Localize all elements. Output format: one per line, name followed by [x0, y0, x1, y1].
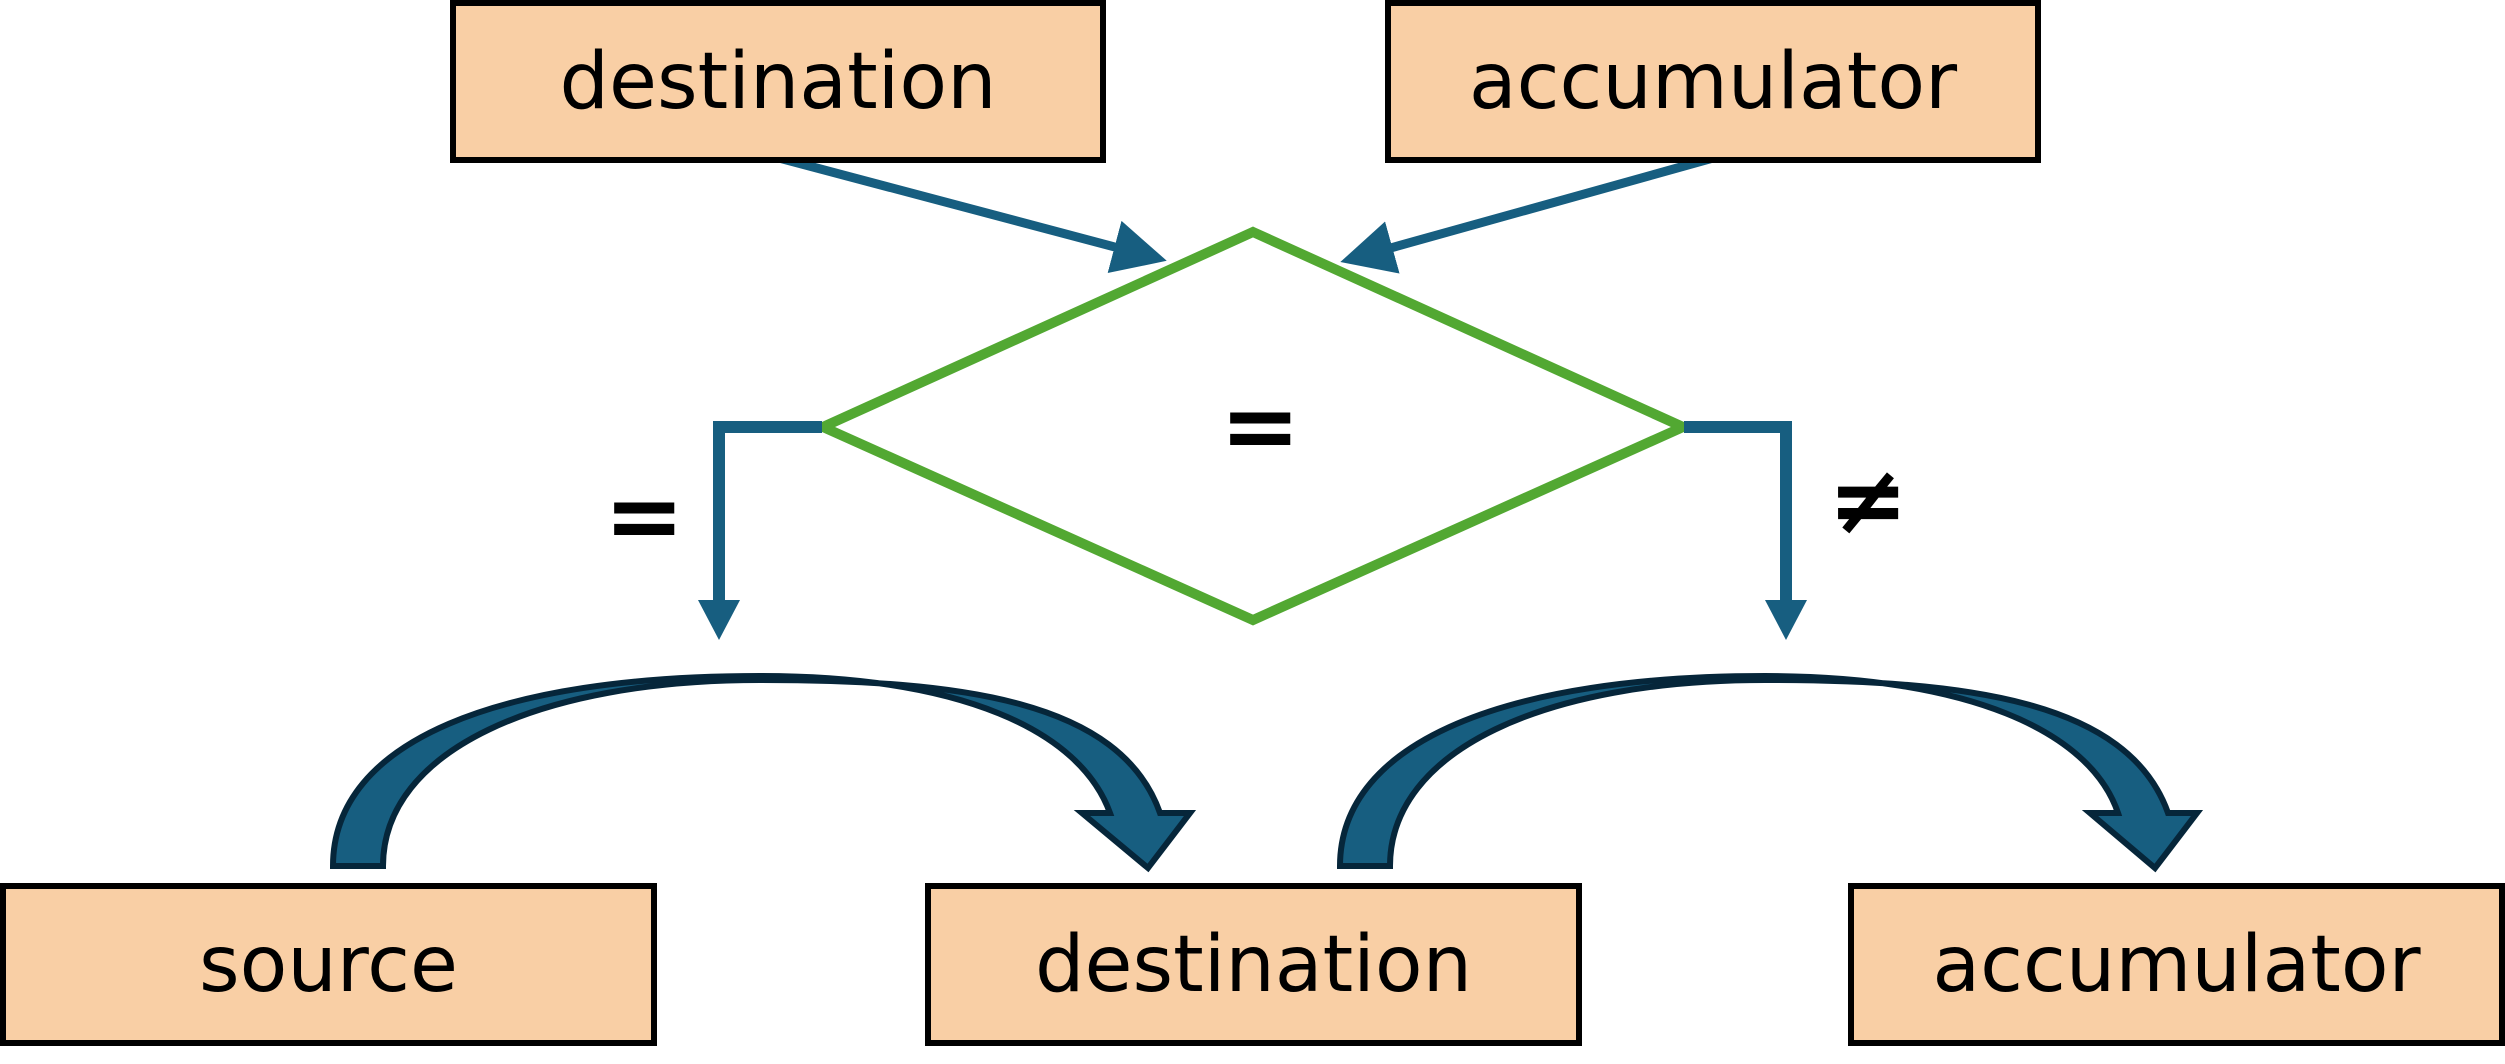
branch-equal-connector	[713, 421, 822, 600]
input-box-accumulator: accumulator	[1385, 0, 2041, 163]
input-box-destination-label: destination	[559, 36, 997, 127]
output-box-destination: destination	[925, 883, 1582, 1046]
branch-not-equal-connector	[1684, 421, 1792, 600]
branch-not-equal-arrowhead	[1765, 600, 1807, 640]
decision-operator-label: =	[1220, 370, 1301, 482]
input-box-destination: destination	[450, 0, 1106, 163]
arrow-destination-to-compare	[777, 153, 1167, 274]
curved-arrow-source-to-destination	[329, 672, 1197, 873]
output-box-accumulator-label: accumulator	[1932, 919, 2421, 1010]
compare-decision-diamond	[810, 226, 1696, 626]
arrow-accumulator-to-compare	[1340, 153, 1715, 274]
branch-equal-label: =	[604, 460, 685, 572]
output-box-source: source	[0, 883, 657, 1046]
branch-equal-arrowhead	[698, 600, 740, 640]
output-box-accumulator: accumulator	[1848, 883, 2505, 1046]
output-box-destination-label: destination	[1034, 919, 1473, 1010]
output-box-source-label: source	[198, 919, 459, 1010]
input-box-accumulator-label: accumulator	[1468, 36, 1958, 127]
curved-arrow-destination-to-accumulator	[1336, 672, 2204, 873]
branch-not-equal-label: ≠	[1828, 444, 1909, 556]
